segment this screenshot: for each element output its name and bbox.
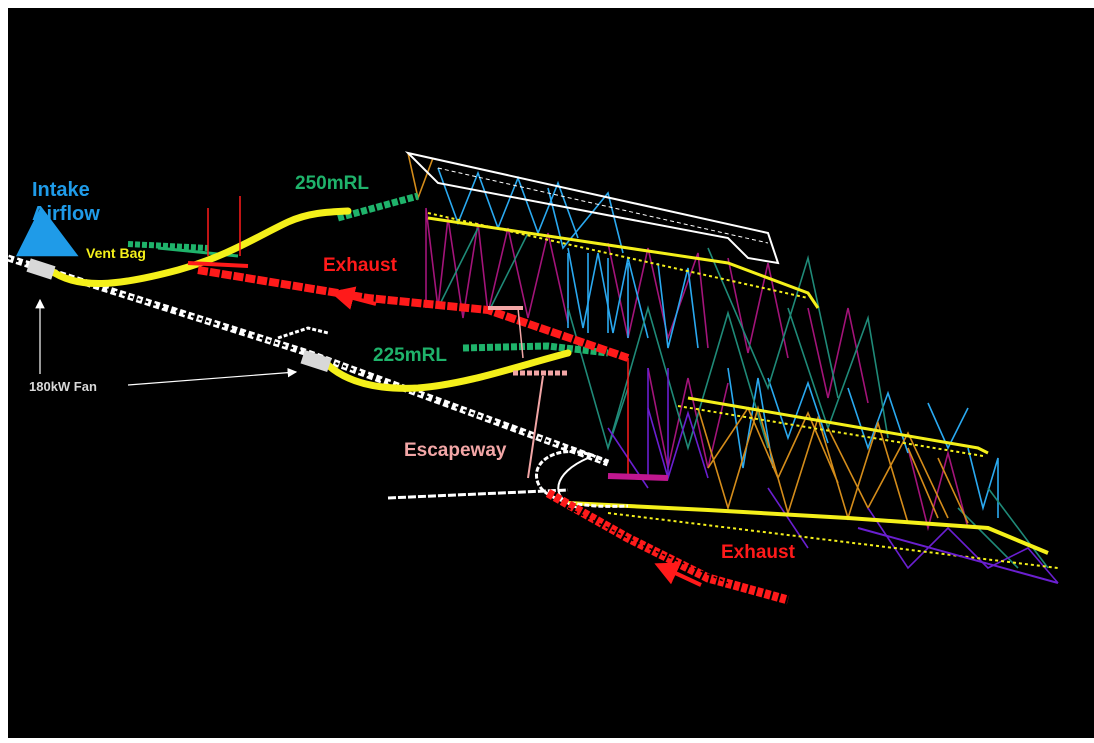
vent-bag-label: Vent Bag — [86, 245, 146, 261]
escapeway-path — [488, 306, 568, 479]
mine-ventilation-diagram: Intake Airflow Vent Bag 250mRL Exhaust 2… — [8, 8, 1094, 738]
fan-upper — [26, 258, 56, 280]
mine-wireframe-svg — [8, 151, 1059, 605]
exhaust-upper-label: Exhaust — [323, 255, 397, 276]
level-225-label: 225mRL — [373, 345, 447, 366]
escapeway-label: Escapeway — [404, 440, 507, 461]
intake-airflow-label: Intake Airflow — [32, 179, 100, 225]
exhaust-arrow-upper-icon — [330, 286, 377, 310]
fan-lower — [300, 350, 332, 372]
level-250-label: 250mRL — [295, 173, 369, 194]
vent-bag-ducts — [46, 207, 572, 392]
exhaust-arrow-lower-icon — [654, 562, 702, 587]
exhaust-lower-label: Exhaust — [721, 542, 795, 563]
exhaust-drives — [187, 196, 790, 605]
stope-wireframe — [404, 151, 1059, 584]
decline-ramp — [8, 254, 629, 509]
fan-label: 180kW Fan — [29, 379, 97, 394]
fan-callouts — [35, 298, 298, 386]
intake-arrow-icon — [15, 206, 79, 257]
